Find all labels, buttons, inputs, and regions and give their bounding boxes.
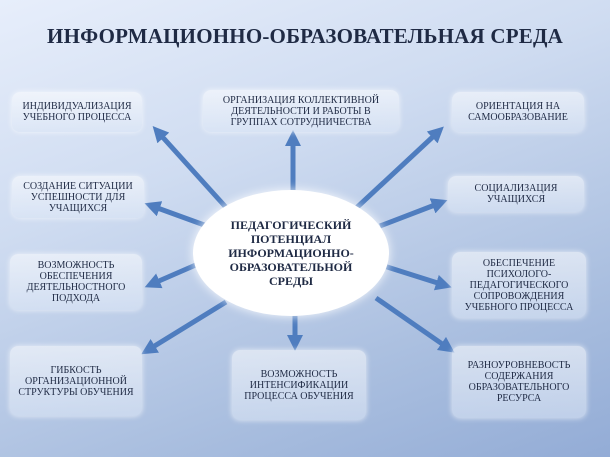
arrow-flexibility — [141, 299, 228, 355]
node-self-education-label: ОРИЕНТАЦИЯ НА САМООБРАЗОВАНИЕ — [468, 101, 568, 123]
node-success-situation-label: СОЗДАНИЕ СИТУАЦИИ УСПЕШНОСТИ ДЛЯ УЧАЩИХС… — [23, 180, 133, 214]
node-psych-support-label: ОБЕСПЕЧЕНИЕ ПСИХОЛОГО-ПЕДАГОГИЧЕСКОГО СО… — [464, 257, 574, 313]
arrow-multilevel — [374, 295, 455, 353]
arrow-psych-support — [383, 263, 452, 291]
node-multilevel-label: РАЗНОУРОВНЕВОСТЬ СОДЕРЖАНИЯ ОБРАЗОВАТЕЛЬ… — [467, 360, 571, 404]
page-title: ИНФОРМАЦИОННО-ОБРАЗОВАТЕЛЬНАЯ СРЕДА — [47, 24, 563, 48]
arrow-success-situation — [144, 201, 208, 229]
node-collective-work: ОРГАНИЗАЦИЯ КОЛЛЕКТИВНОЙ ДЕЯТЕЛЬНОСТИ И … — [203, 90, 399, 132]
node-socialization: СОЦИАЛИЗАЦИЯ УЧАЩИХСЯ — [448, 176, 584, 212]
center-label: ПЕДАГОГИЧЕСКИЙ ПОТЕНЦИАЛ ИНФОРМАЦИОННО-О… — [228, 218, 354, 288]
node-individualization-label: ИНДИВИДУАЛИЗАЦИЯ УЧЕБНОГО ПРОЦЕССА — [22, 101, 132, 123]
arrow-socialization — [379, 198, 448, 229]
arrow-individualization — [152, 126, 234, 216]
node-intensification-label: ВОЗМОЖНОСТЬ ИНТЕНСИФИКАЦИИ ПРОЦЕССА ОБУЧ… — [244, 368, 354, 402]
node-collective-work-label: ОРГАНИЗАЦИЯ КОЛЛЕКТИВНОЙ ДЕЯТЕЛЬНОСТИ И … — [222, 94, 380, 128]
node-intensification: ВОЗМОЖНОСТЬ ИНТЕНСИФИКАЦИИ ПРОЦЕССА ОБУЧ… — [232, 350, 366, 420]
node-activity-approach-label: ВОЗМОЖНОСТЬ ОБЕСПЕЧЕНИЯ ДЕЯТЕЛЬНОСТНОГО … — [26, 260, 126, 304]
node-self-education: ОРИЕНТАЦИЯ НА САМООБРАЗОВАНИЕ — [452, 92, 584, 132]
node-socialization-label: СОЦИАЛИЗАЦИЯ УЧАЩИХСЯ — [474, 183, 558, 205]
node-activity-approach: ВОЗМОЖНОСТЬ ОБЕСПЕЧЕНИЯ ДЕЯТЕЛЬНОСТНОГО … — [10, 254, 142, 310]
node-flexibility-label: ГИБКОСТЬ ОРГАНИЗАЦИОННОЙ СТРУКТУРЫ ОБУЧЕ… — [18, 364, 134, 398]
arrow-self-education — [350, 126, 444, 214]
node-success-situation: СОЗДАНИЕ СИТУАЦИИ УСПЕШНОСТИ ДЛЯ УЧАЩИХС… — [12, 176, 144, 218]
node-psych-support: ОБЕСПЕЧЕНИЕ ПСИХОЛОГО-ПЕДАГОГИЧЕСКОГО СО… — [452, 252, 586, 318]
center-ellipse: ПЕДАГОГИЧЕСКИЙ ПОТЕНЦИАЛ ИНФОРМАЦИОННО-О… — [193, 190, 389, 316]
arrow-activity-approach — [144, 261, 199, 289]
node-multilevel: РАЗНОУРОВНЕВОСТЬ СОДЕРЖАНИЯ ОБРАЗОВАТЕЛЬ… — [452, 346, 586, 418]
node-flexibility: ГИБКОСТЬ ОРГАНИЗАЦИОННОЙ СТРУКТУРЫ ОБУЧЕ… — [10, 346, 142, 416]
node-individualization: ИНДИВИДУАЛИЗАЦИЯ УЧЕБНОГО ПРОЦЕССА — [12, 92, 142, 132]
